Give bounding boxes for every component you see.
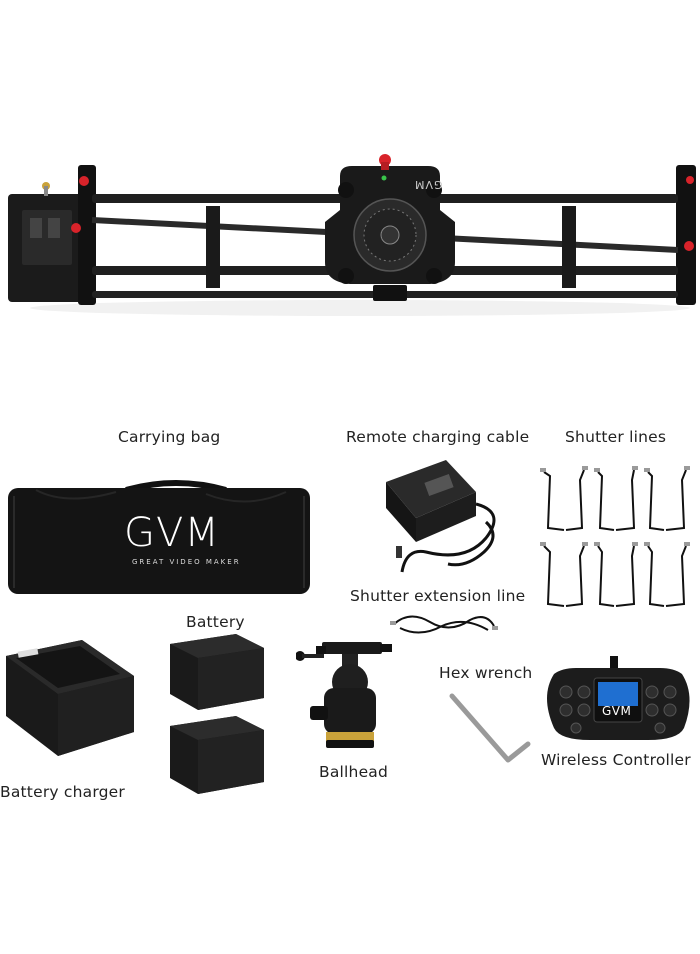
controller-logo: GVM (602, 704, 632, 718)
battery-bottom (166, 714, 268, 798)
charging-adapter (366, 452, 516, 582)
camera-slider: GVM (0, 150, 700, 320)
battery-top (166, 632, 268, 712)
shutter-lines-label: Shutter lines (565, 428, 667, 446)
wireless-controller-label: Wireless Controller (541, 751, 691, 769)
battery-label: Battery (186, 613, 245, 631)
battery-charger-label: Battery charger (0, 783, 125, 801)
bag-logo: GVM (124, 510, 220, 556)
carrying-bag: GVM Great Video Maker (6, 476, 312, 598)
carrying-bag-label: Carrying bag (118, 428, 221, 446)
remote-charging-cable-label: Remote charging cable (346, 428, 530, 446)
ballhead (296, 636, 396, 754)
shutter-lines (536, 462, 694, 612)
slider-logo: GVM (414, 178, 443, 191)
ballhead-label: Ballhead (319, 763, 389, 781)
bag-tagline: Great Video Maker (132, 558, 241, 566)
shutter-extension-line (390, 606, 500, 640)
shutter-extension-line-label: Shutter extension line (350, 587, 526, 605)
battery-charger (2, 636, 136, 760)
hex-wrench-label: Hex wrench (439, 664, 533, 682)
hex-wrench (446, 688, 536, 772)
wireless-controller: GVM (540, 656, 696, 742)
